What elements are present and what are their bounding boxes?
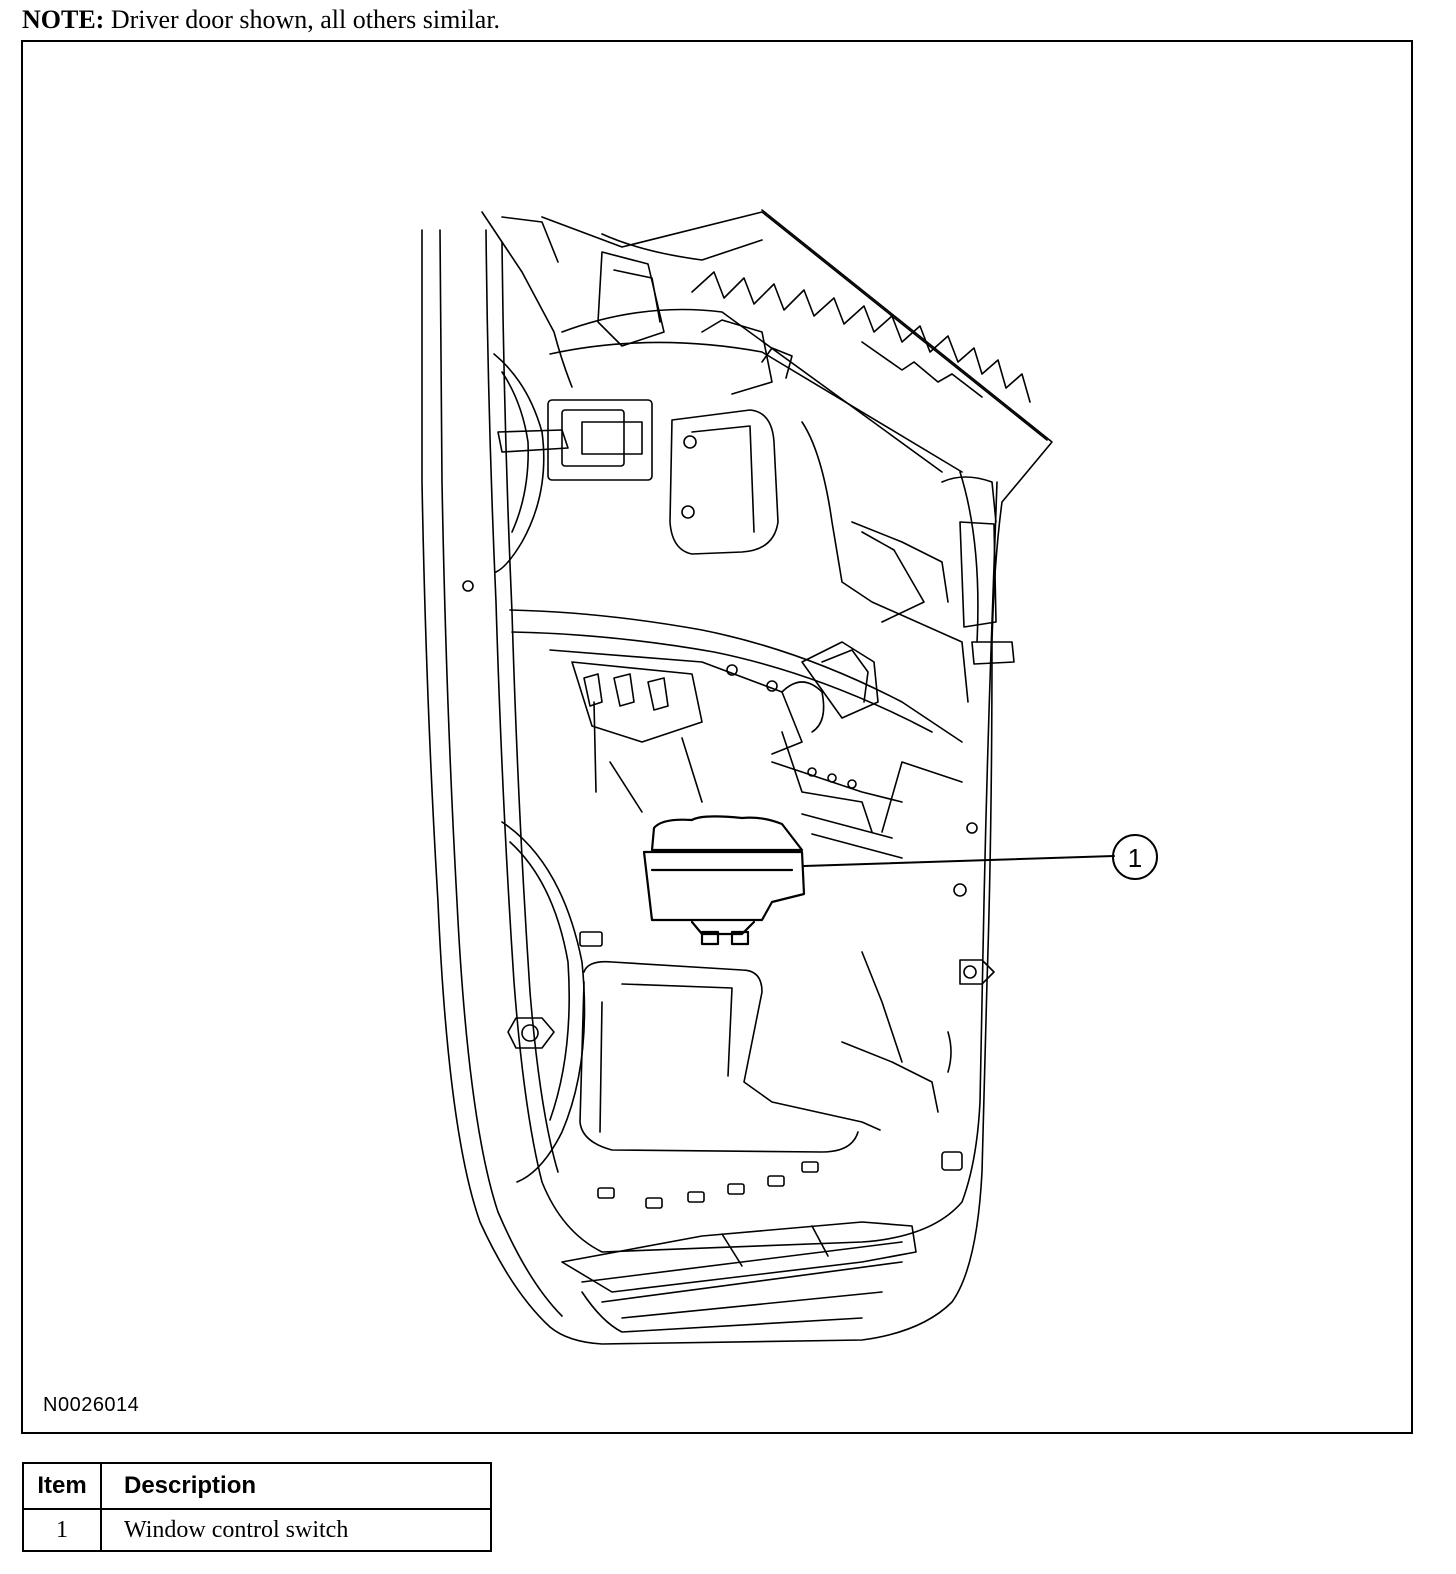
speaker-upper [493,353,545,573]
figure-id: N0026014 [43,1394,140,1416]
note-text: Driver door shown, all others similar. [110,5,501,34]
callout-circle-1 [1112,834,1158,880]
bottom-sill [561,1221,917,1293]
table-row: 1 Window control switch [22,1508,492,1552]
door-outer-shell [421,209,1053,1345]
inner-panel [485,229,998,1253]
map-pocket [583,960,881,1131]
door-illustration: 1 [421,209,1158,1345]
fastener-left [507,1017,555,1049]
window-control-switch [642,815,806,946]
callout-leader-line [803,855,1115,867]
top-seal-zigzag [691,271,1031,403]
legend-cell-description: Window control switch [100,1508,492,1552]
legend-cell-item: 1 [22,1508,102,1552]
legend-header-row: Item Description [22,1462,492,1510]
speaker-lower [501,821,586,1183]
armrest-cavity [509,609,963,743]
legend-header-item: Item [22,1462,102,1510]
legend-table: Item Description 1 Window control switch [22,1462,492,1552]
note-label: NOTE: [22,5,105,34]
note: NOTE: Driver door shown, all others simi… [22,4,500,36]
legend-header-description: Description [100,1462,492,1510]
callout-number-1: 1 [1128,843,1142,873]
figure-frame: 1 N0026014 [21,40,1413,1434]
